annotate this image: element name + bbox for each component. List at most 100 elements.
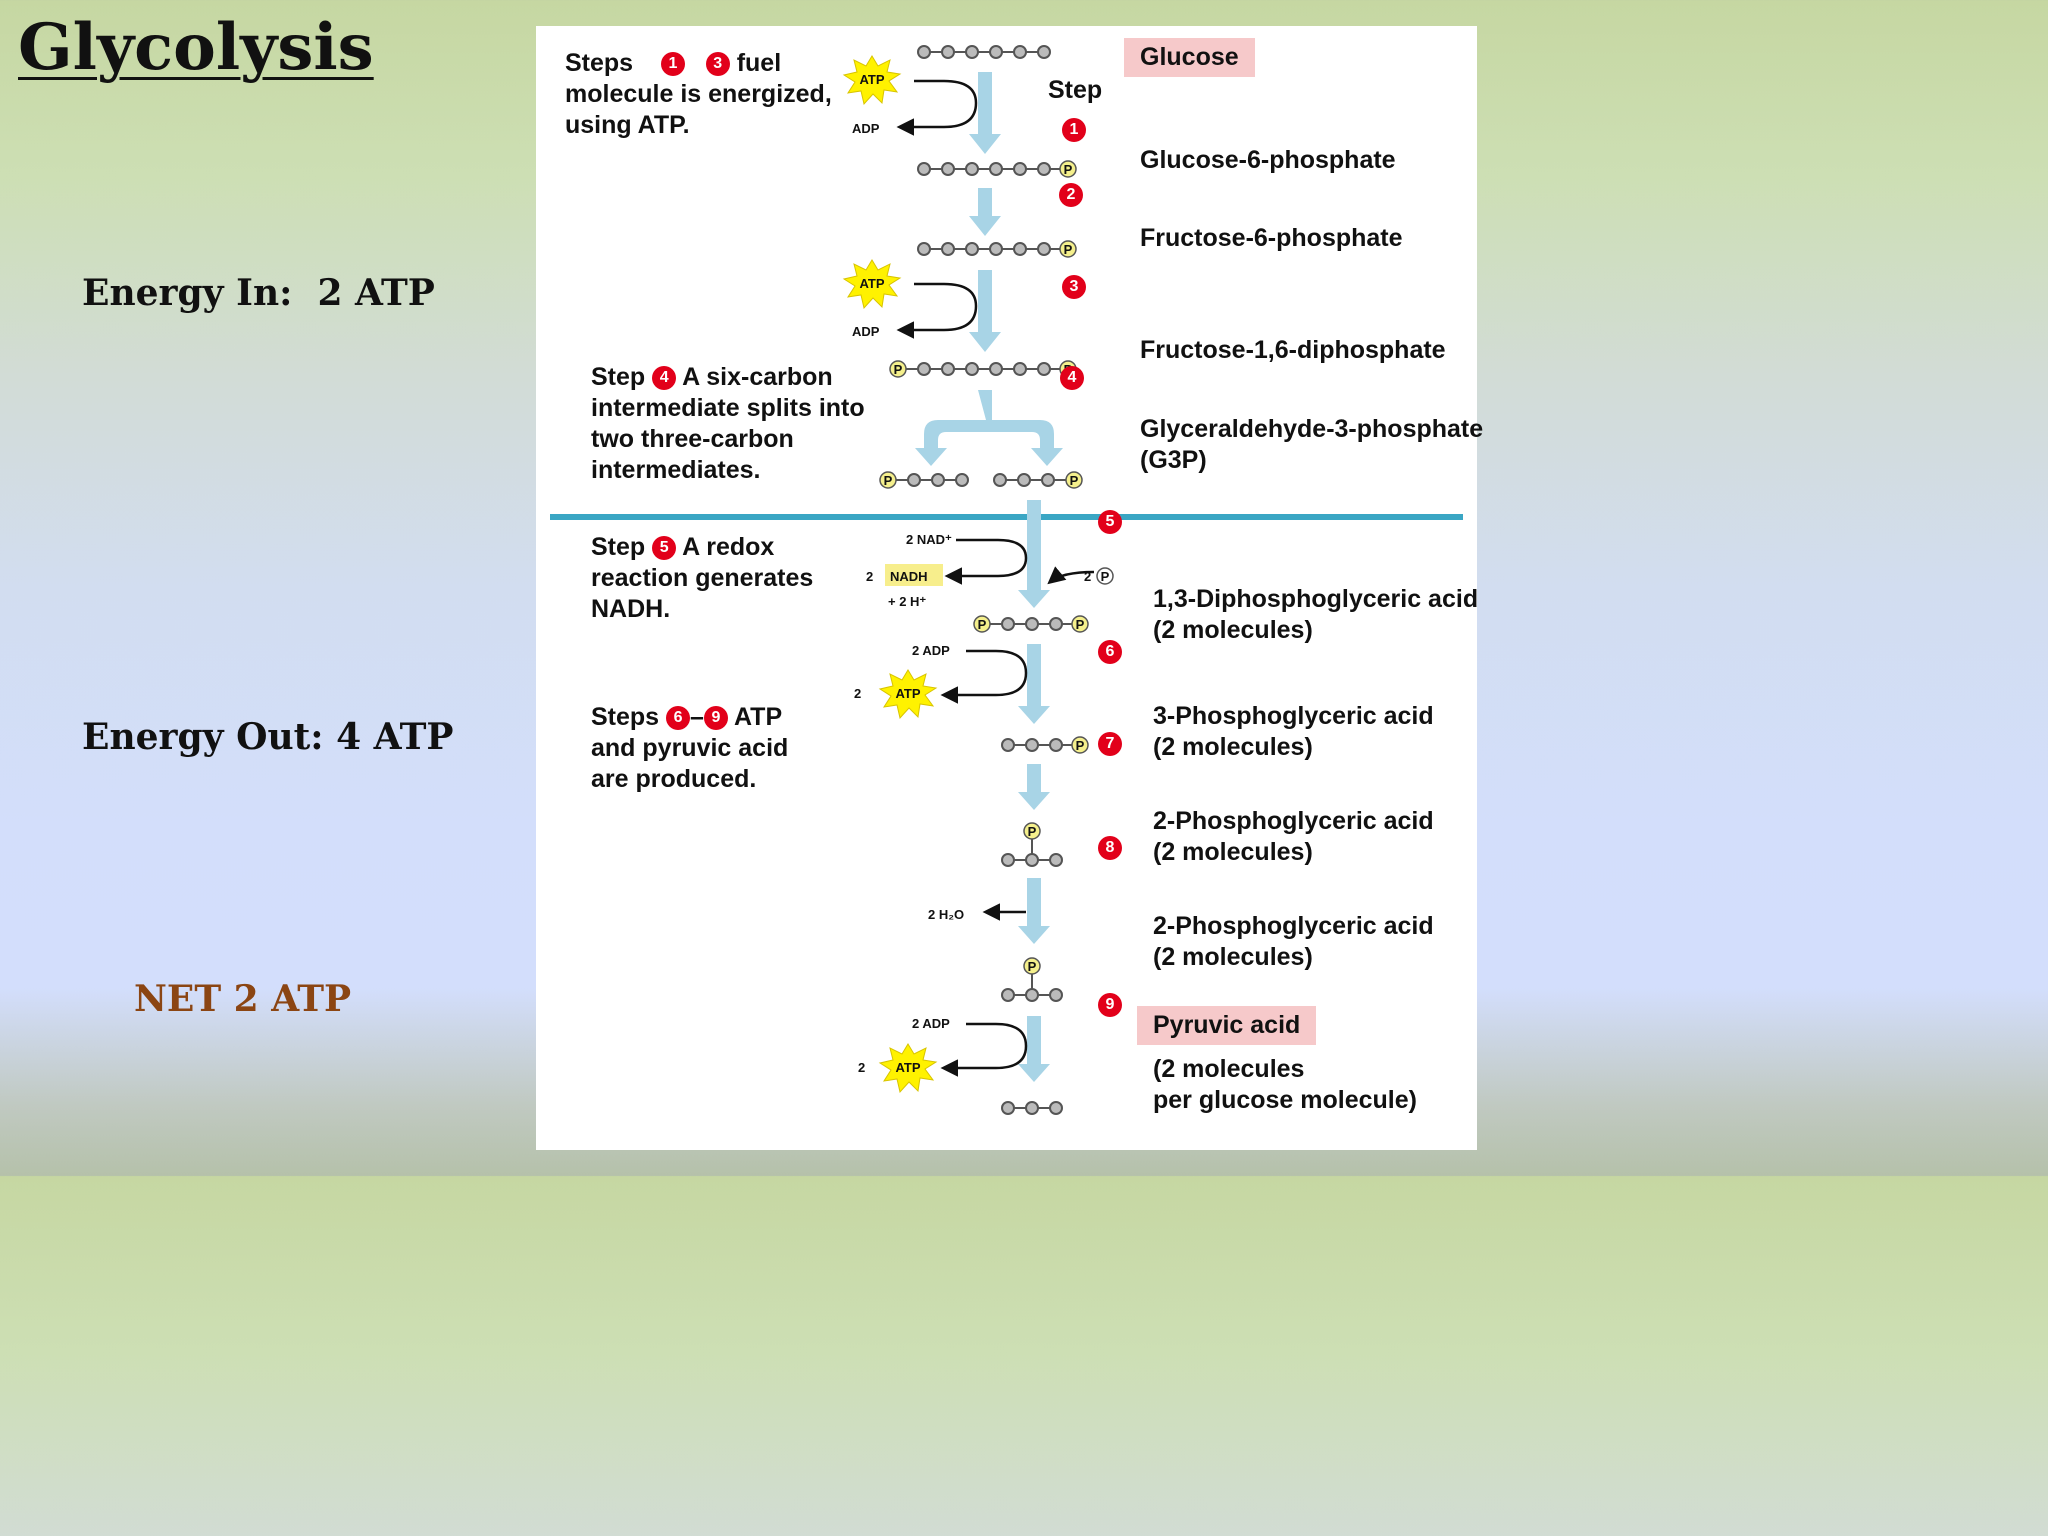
- arrow-step-1: [969, 72, 1001, 154]
- adp-label-9: 2 ADP: [912, 1016, 950, 1031]
- pathway-arrows: [915, 72, 1063, 1082]
- atp-count-label-9: 2: [858, 1060, 865, 1075]
- two-p-label: 2: [1084, 569, 1091, 584]
- svg-text:ATP: ATP: [895, 686, 920, 701]
- svg-text:P: P: [1076, 738, 1085, 753]
- step-badge-6: 6: [1098, 640, 1122, 664]
- note-step-5: Step 5 A redox reaction generates NADH.: [591, 533, 814, 623]
- adp-label-1: ADP: [852, 121, 880, 136]
- nad-to-nadh-arrow: [944, 538, 1028, 585]
- phosphate-input-arrow: [1047, 566, 1095, 585]
- nadh-count-label: 2: [866, 569, 873, 584]
- molecule-pyruvic-acid: Pyruvic acid: [1137, 1006, 1317, 1045]
- slide-title: Glycolysis: [18, 10, 374, 85]
- pg2b-chain: [1001, 967, 1063, 1002]
- svg-text:P: P: [1028, 824, 1037, 839]
- molecule-g6p: Glucose-6-phosphate: [1140, 146, 1396, 174]
- molecule-dpg: 1,3-Diphosphoglyceric acid (2 molecules): [1153, 585, 1479, 644]
- svg-text:P: P: [1064, 242, 1073, 257]
- step-badge-7: 7: [1098, 732, 1122, 756]
- phosphate-pg2b: P: [1023, 957, 1041, 975]
- arrow-step-4-split: [915, 390, 1063, 466]
- arrow-step-2: [969, 188, 1001, 236]
- svg-text:P: P: [1076, 617, 1085, 632]
- adp-label-6: 2 ADP: [912, 643, 950, 658]
- energy-in-label: Energy In: 2 ATP: [82, 272, 435, 314]
- svg-text:P: P: [894, 362, 903, 377]
- atp-to-adp-arrow-3: [896, 282, 978, 339]
- phosphate-pg2a: P: [1023, 822, 1041, 840]
- adp-label-3: ADP: [852, 324, 880, 339]
- note-step-4: Step 4 A six-carbon intermediate splits …: [591, 363, 865, 484]
- g6p-chain: [917, 162, 1068, 176]
- step-badge-1: 1: [1062, 118, 1086, 142]
- molecule-g3p: Glyceraldehyde-3-phosphate (G3P): [1140, 415, 1484, 474]
- f6p-chain: [917, 242, 1068, 256]
- svg-text:P: P: [884, 473, 893, 488]
- svg-text:P: P: [1028, 959, 1037, 974]
- nadh-highlight: [885, 564, 943, 586]
- pg2a-chain: [1001, 832, 1063, 867]
- molecule-pg2-b: 2-Phosphoglyceric acid (2 molecules): [1153, 912, 1434, 971]
- step-badge-5: 5: [1098, 510, 1122, 534]
- net-atp-label: NET 2 ATP: [134, 978, 352, 1020]
- phosphate-f16dp-left: P: [889, 360, 907, 378]
- atp-to-adp-arrow-1: [896, 79, 978, 136]
- atp-star-step-1: ATP: [842, 55, 902, 106]
- arrow-step-9: [1018, 1016, 1050, 1082]
- dpg-chain: [982, 617, 1080, 631]
- phosphate-step5-input: P: [1096, 567, 1114, 585]
- g3p-chains: [888, 473, 1074, 487]
- arrow-step-6: [1018, 644, 1050, 724]
- molecule-f16dp: Fructose-1,6-diphosphate: [1140, 336, 1446, 364]
- atp-stars: ATP ATP ATP ATP: [842, 55, 938, 1094]
- phosphate-g3p-right: P: [1065, 471, 1083, 489]
- step-badge-4: 4: [1060, 366, 1084, 390]
- side-reaction-arrows: [896, 79, 1095, 1077]
- molecule-glucose: Glucose: [1124, 38, 1255, 77]
- arrow-step-3: [969, 270, 1001, 352]
- molecule-f6p: Fructose-6-phosphate: [1140, 224, 1403, 252]
- svg-text:ATP: ATP: [895, 1060, 920, 1075]
- phosphate-groups: P P P P P P P P P P P P: [879, 160, 1114, 975]
- note-steps-6-9: Steps 6–9 ATP and pyruvic acid are produ…: [591, 703, 789, 793]
- molecule-pg3: 3-Phosphoglyceric acid (2 molecules): [1153, 702, 1434, 761]
- phosphate-dpg-left: P: [973, 615, 991, 633]
- nad-label: 2 NAD⁺: [906, 532, 952, 547]
- phosphate-g6p: P: [1059, 160, 1077, 178]
- phosphate-f6p: P: [1059, 240, 1077, 258]
- step-header: Step: [1048, 76, 1103, 104]
- adp-to-atp-arrow-9: [940, 1022, 1028, 1077]
- pg3-chain: [1001, 738, 1080, 752]
- molecule-pyruvic-count: (2 molecules per glucose molecule): [1153, 1055, 1417, 1114]
- phosphate-dpg-right: P: [1071, 615, 1089, 633]
- hplus-label: + 2 H⁺: [888, 594, 926, 609]
- f16dp-chain: [898, 362, 1068, 376]
- atp-star-step-6: ATP: [878, 669, 938, 720]
- svg-text:ATP: ATP: [859, 72, 884, 87]
- adp-to-atp-arrow-6: [940, 649, 1028, 704]
- carbon-chains: [888, 45, 1080, 1115]
- step-badge-2: 2: [1059, 183, 1083, 207]
- atp-star-step-3: ATP: [842, 259, 902, 310]
- energy-out-label: Energy Out: 4 ATP: [82, 716, 454, 758]
- atp-count-label-6: 2: [854, 686, 861, 701]
- pathway-graphics: P P P P P P P P P P P P ATP ATP: [550, 45, 1463, 1115]
- phosphate-pg3: P: [1071, 736, 1089, 754]
- svg-text:P: P: [1070, 473, 1079, 488]
- svg-text:P: P: [978, 617, 987, 632]
- svg-text:ATP: ATP: [859, 276, 884, 291]
- nadh-label: NADH: [890, 569, 928, 584]
- glucose-chain: [917, 45, 1051, 59]
- pyruvate-chain: [1001, 1101, 1063, 1115]
- step-badge-3: 3: [1062, 275, 1086, 299]
- atp-star-step-9: ATP: [878, 1043, 938, 1094]
- water-label: 2 H₂O: [928, 907, 964, 922]
- side-labels: ADP ADP 2 NAD⁺ 2 NADH + 2 H⁺ 2 2 ADP 2 2…: [852, 121, 1091, 1075]
- svg-text:P: P: [1101, 569, 1110, 584]
- note-steps-1-3: Steps 1 3 fuel molecule is energized, us…: [565, 49, 832, 139]
- glycolysis-diagram-panel: P P P P P P P P P P P P ATP ATP: [536, 26, 1483, 1150]
- svg-text:P: P: [1064, 162, 1073, 177]
- arrow-step-8: [1018, 878, 1050, 944]
- arrow-step-7: [1018, 764, 1050, 810]
